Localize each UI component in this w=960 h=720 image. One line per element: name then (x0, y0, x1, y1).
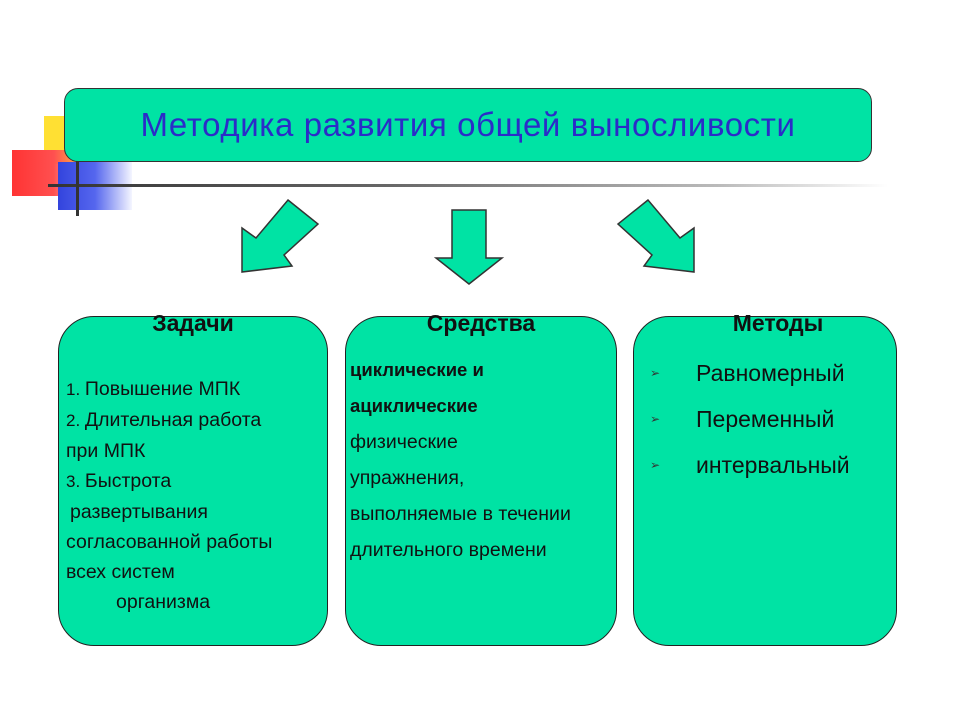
means-panel (345, 316, 617, 646)
method-label: Равномерный (696, 359, 845, 386)
title-box: Методика развития общей выносливости (64, 88, 872, 162)
methods-heading: Методы (732, 310, 824, 336)
means-list: циклические и ациклические физические уп… (350, 352, 571, 568)
task-line: 1. Повышение МПК (66, 378, 241, 400)
task-line: согласованной работы (66, 531, 273, 553)
task-line: развертывания (70, 501, 208, 523)
methods-panel (633, 316, 897, 646)
tasks-panel (58, 316, 328, 646)
means-line: физические (350, 431, 458, 453)
arrow-bullet-icon: ➢ (650, 412, 661, 426)
method-label: интервальный (696, 451, 850, 478)
arrow-bullet-icon: ➢ (650, 366, 661, 380)
arrow-bullet-icon: ➢ (650, 458, 661, 472)
means-line-bold: циклические и (350, 359, 484, 380)
method-item: ➢ интервальный (648, 442, 850, 488)
methods-list: ➢ Равномерный ➢ Переменный ➢ интервальны… (648, 350, 850, 488)
task-line: при МПК (66, 440, 146, 462)
diagram-title: Методика развития общей выносливости (140, 106, 796, 143)
tasks-list: 1. Повышение МПК 2. Длительная работа пр… (66, 374, 272, 617)
arrow-right-icon (616, 198, 695, 273)
means-heading: Средства (426, 310, 536, 336)
task-line: организма (116, 591, 211, 613)
decor-vertical-line (76, 150, 79, 216)
arrow-left-icon (241, 198, 320, 273)
method-label: Переменный (696, 405, 835, 432)
tasks-heading: Задачи (152, 310, 234, 336)
means-line: выполняемые в течении (350, 503, 571, 525)
method-item: ➢ Равномерный (648, 350, 850, 396)
arrow-down-icon (433, 209, 505, 285)
task-line: 3. Быстрота (66, 470, 172, 492)
means-line: упражнения, (350, 467, 465, 489)
task-line: 2. Длительная работа (66, 409, 262, 431)
method-item: ➢ Переменный (648, 396, 850, 442)
means-line: длительного времени (350, 539, 547, 561)
decor-horizontal-line (48, 184, 888, 187)
means-line-bold: ациклические (350, 395, 478, 416)
task-line: всех систем (66, 561, 175, 583)
